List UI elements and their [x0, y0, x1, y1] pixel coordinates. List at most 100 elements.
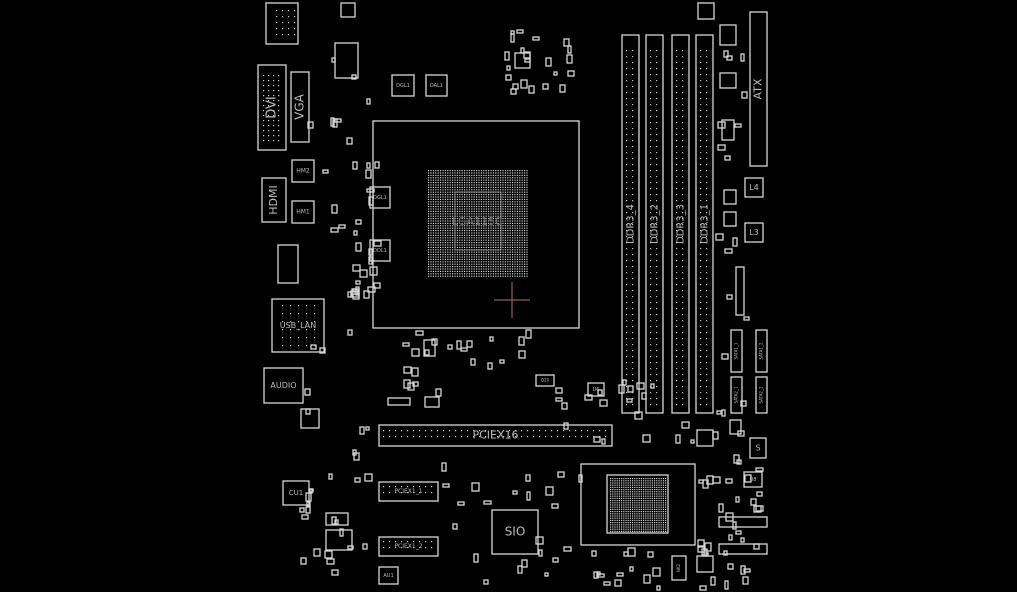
passive-component[interactable] — [457, 501, 465, 506]
passive-component[interactable] — [650, 383, 655, 389]
passive-component[interactable] — [510, 88, 517, 95]
hm1-chip[interactable] — [291, 200, 315, 224]
passive-component[interactable] — [724, 155, 731, 161]
passive-component[interactable] — [702, 479, 709, 489]
passive-component[interactable] — [716, 410, 722, 415]
passive-component[interactable] — [742, 576, 749, 585]
passive-component[interactable] — [726, 294, 733, 300]
au1-chip[interactable] — [378, 566, 399, 585]
passive-component[interactable] — [723, 550, 728, 556]
passive-component[interactable] — [403, 366, 412, 374]
passive-component[interactable] — [352, 264, 361, 272]
passive-component[interactable] — [559, 84, 566, 93]
passive-component[interactable] — [740, 53, 745, 62]
passive-component[interactable] — [725, 478, 733, 484]
passive-component[interactable] — [525, 329, 532, 339]
passive-component[interactable] — [718, 503, 724, 513]
passive-component[interactable] — [544, 572, 549, 577]
passive-component[interactable] — [744, 474, 752, 483]
connector-top[interactable] — [265, 2, 299, 45]
usb-lan-connector[interactable] — [271, 298, 325, 353]
passive-component[interactable] — [301, 514, 309, 520]
passive-component[interactable] — [354, 477, 361, 483]
passive-component[interactable] — [538, 549, 543, 557]
passive-component[interactable] — [306, 501, 311, 507]
pciex1-2-slot[interactable] — [378, 536, 439, 557]
passive-component[interactable] — [717, 121, 726, 129]
passive-component[interactable] — [483, 579, 489, 585]
passive-component[interactable] — [601, 438, 606, 445]
passive-component[interactable] — [636, 382, 645, 390]
passive-component[interactable] — [732, 521, 737, 530]
passive-component[interactable] — [517, 565, 523, 574]
passive-component[interactable] — [355, 280, 361, 285]
passive-component[interactable] — [642, 434, 651, 443]
passive-component[interactable] — [307, 121, 314, 129]
passive-component[interactable] — [740, 400, 747, 407]
passive-component[interactable] — [618, 384, 625, 394]
passive-component[interactable] — [366, 98, 371, 105]
passive-component[interactable] — [566, 54, 573, 64]
passive-component[interactable] — [483, 500, 492, 505]
dgl1-top-chip[interactable] — [391, 74, 415, 97]
component-box[interactable] — [340, 2, 356, 18]
q20-chip[interactable] — [535, 374, 555, 387]
passive-component[interactable] — [466, 340, 473, 348]
passive-component[interactable] — [330, 227, 339, 233]
passive-component[interactable] — [743, 568, 751, 573]
passive-component[interactable] — [715, 233, 724, 241]
passive-component[interactable] — [584, 394, 593, 401]
passive-component[interactable] — [710, 576, 716, 586]
passive-component[interactable] — [324, 550, 333, 559]
passive-component[interactable] — [518, 350, 526, 359]
passive-component[interactable] — [597, 389, 603, 396]
passive-component[interactable] — [331, 516, 337, 525]
passive-component[interactable] — [350, 290, 359, 295]
passive-component[interactable] — [567, 45, 572, 54]
passive-component[interactable] — [652, 567, 661, 577]
vga-connector[interactable] — [290, 71, 310, 143]
passive-component[interactable] — [512, 490, 518, 495]
component-box[interactable] — [723, 189, 737, 205]
passive-component[interactable] — [712, 476, 721, 484]
passive-component[interactable] — [542, 83, 549, 90]
atx-connector[interactable] — [749, 11, 768, 167]
passive-component[interactable] — [735, 530, 742, 535]
ddl1-chip[interactable] — [369, 239, 391, 262]
dimm-slot-ddr3-1[interactable] — [695, 34, 714, 414]
passive-component[interactable] — [561, 402, 568, 410]
passive-component[interactable] — [755, 467, 764, 472]
passive-component[interactable] — [629, 566, 634, 572]
dimm-slot-ddr3-4[interactable] — [621, 34, 640, 414]
chipset-outline[interactable] — [580, 463, 696, 546]
passive-component[interactable] — [470, 358, 476, 366]
passive-component[interactable] — [555, 387, 563, 394]
passive-component[interactable] — [362, 543, 368, 550]
passive-component[interactable] — [347, 545, 354, 550]
passive-component[interactable] — [756, 491, 763, 497]
passive-component[interactable] — [724, 580, 729, 590]
passive-component[interactable] — [563, 546, 572, 552]
passive-component[interactable] — [740, 537, 745, 543]
passive-component[interactable] — [367, 286, 376, 293]
passive-component[interactable] — [435, 388, 442, 397]
passive-component[interactable] — [402, 342, 410, 347]
passive-component[interactable] — [338, 224, 346, 229]
passive-component[interactable] — [740, 565, 746, 575]
passive-component[interactable] — [441, 462, 447, 472]
passive-component[interactable] — [552, 557, 559, 563]
passive-component[interactable] — [305, 492, 312, 502]
passive-component[interactable] — [735, 496, 740, 503]
passive-component[interactable] — [532, 36, 540, 41]
cpu-socket-outline[interactable] — [372, 120, 580, 329]
passive-component[interactable] — [727, 563, 734, 570]
component-box[interactable] — [729, 419, 742, 435]
passive-component[interactable] — [460, 347, 468, 352]
inductor-l3[interactable] — [744, 222, 764, 243]
passive-component[interactable] — [355, 219, 362, 225]
passive-component[interactable] — [567, 70, 575, 77]
passive-component[interactable] — [528, 85, 535, 94]
passive-component[interactable] — [471, 482, 480, 492]
sata-connector-1[interactable] — [730, 329, 743, 373]
passive-component[interactable] — [365, 169, 372, 179]
